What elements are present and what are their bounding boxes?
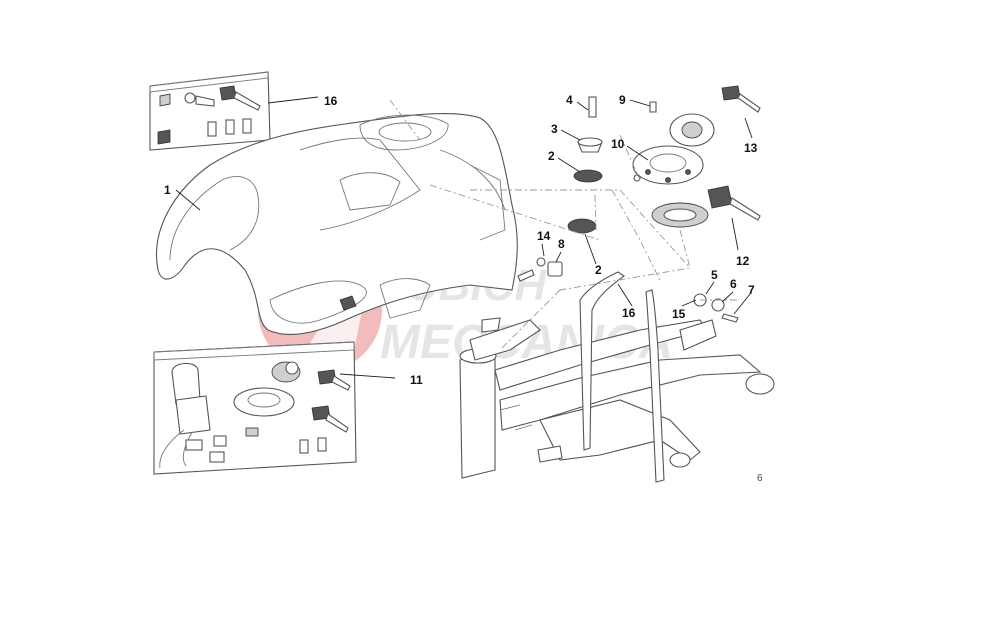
callout-8: 8 (558, 237, 565, 251)
callout-13: 13 (744, 141, 758, 155)
page-number: 6 (757, 473, 763, 484)
detail-box-lock-kit (153, 341, 357, 475)
callout-7: 7 (748, 283, 755, 297)
callout-3: 3 (551, 122, 558, 136)
callout-16-top: 16 (324, 94, 338, 108)
assembly-lines (389, 99, 740, 351)
callout-12: 12 (736, 254, 750, 268)
callout-16-middle: 16 (622, 306, 636, 320)
callout-15: 15 (672, 307, 686, 321)
callout-2-top: 2 (548, 149, 555, 163)
callout-4: 4 (566, 93, 573, 107)
callout-1: 1 (164, 183, 171, 197)
callout-6: 6 (730, 277, 737, 291)
callout-9: 9 (619, 93, 626, 107)
callout-labels: 16 1 11 4 3 2 9 10 13 12 14 8 2 5 6 7 16… (164, 93, 763, 484)
filler-cap-assembly (632, 85, 761, 228)
callout-14: 14 (537, 229, 551, 243)
callout-10: 10 (611, 137, 625, 151)
small-hardware (517, 96, 739, 323)
detail-box-keys-small (149, 71, 271, 151)
callout-11: 11 (410, 373, 423, 387)
leader-lines (175, 96, 753, 379)
callout-2-bottom: 2 (595, 263, 602, 277)
motorcycle-frame (459, 271, 775, 483)
callout-5: 5 (711, 268, 718, 282)
